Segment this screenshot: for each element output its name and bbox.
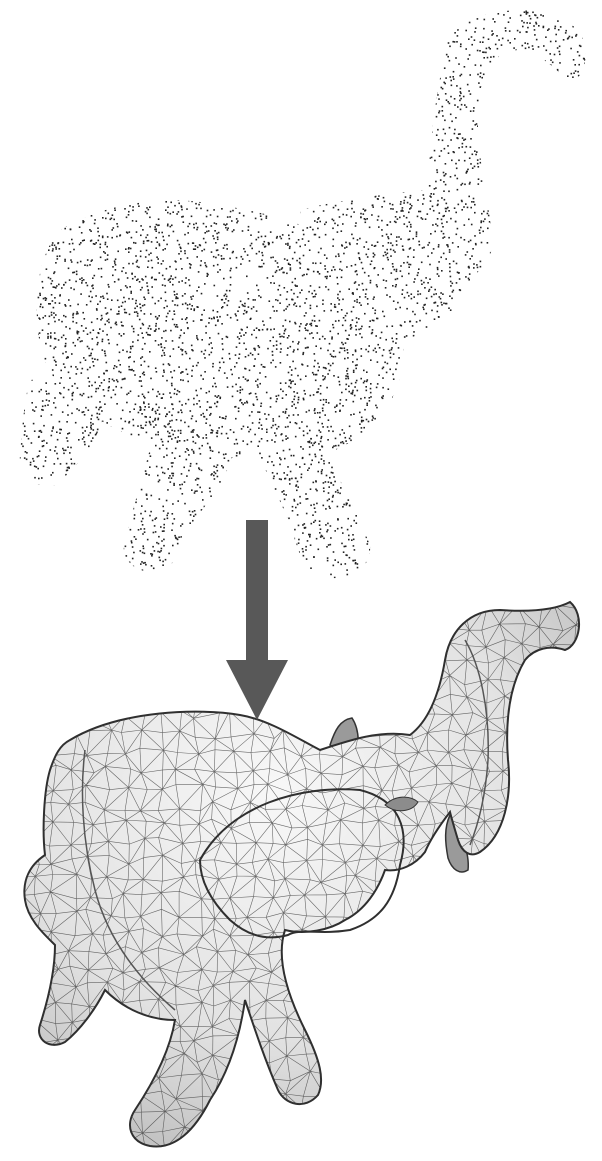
- point-cloud-dots: [15, 5, 592, 587]
- point-cloud-elephant: [0, 0, 602, 590]
- point-cloud-svg: [0, 0, 602, 590]
- mesh-svg: [0, 590, 602, 1161]
- mesh-elephant: [0, 590, 602, 1161]
